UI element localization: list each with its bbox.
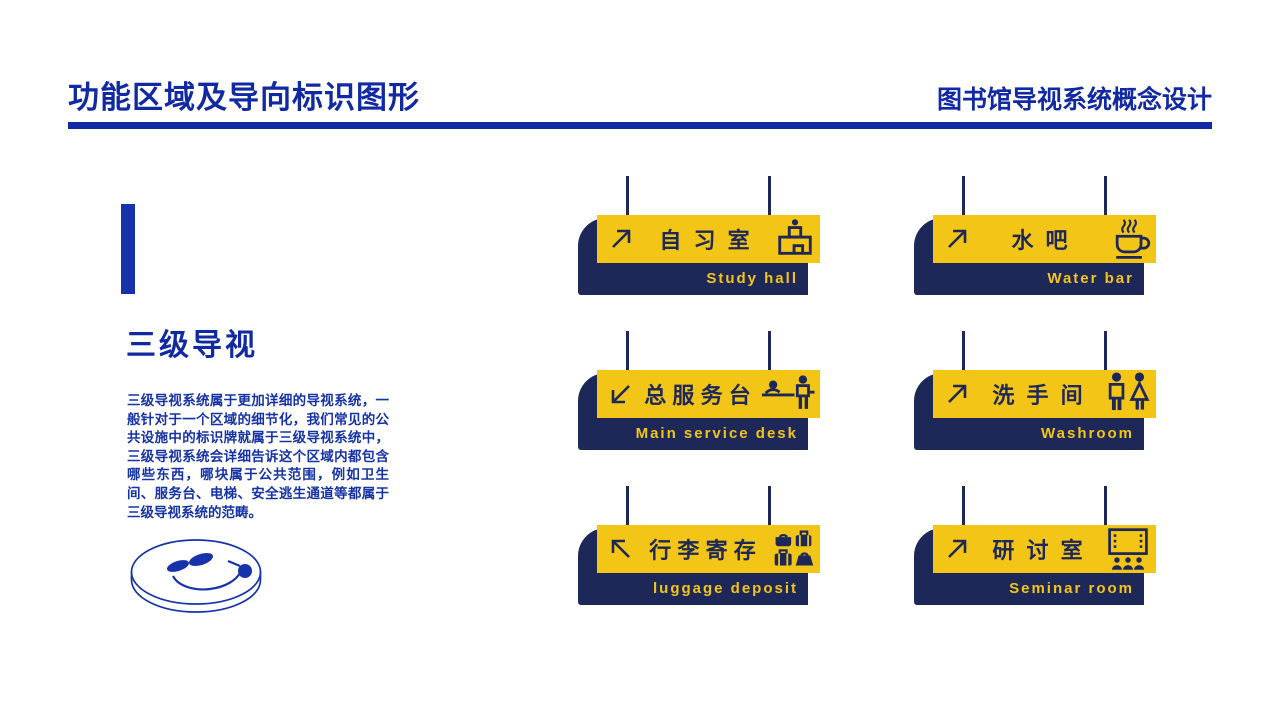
accent-bar: [121, 204, 135, 294]
section-description: 三级导视系统属于更加详细的导视系统，一般针对于一个区域的细节化，我们常见的公共设…: [127, 393, 389, 520]
smiley-disc-logo: [126, 534, 266, 627]
sign-study-hall: Study hall 自习室: [578, 176, 823, 306]
luggage-icon: [771, 525, 815, 573]
arrow-up-right-icon: [608, 226, 634, 252]
sign-label-en: Study hall: [706, 270, 798, 287]
sign-pole: [962, 331, 965, 375]
restroom-icon: [1105, 372, 1151, 416]
sign-pole: [1104, 331, 1107, 375]
sign-label-zh: 研讨室: [992, 538, 1095, 563]
coffee-cup-icon: [1109, 217, 1151, 261]
desk-lamp-icon: [775, 218, 815, 260]
header-divider: [68, 122, 1212, 129]
service-desk-icon: [761, 373, 815, 415]
arrow-up-left-icon: [608, 536, 634, 562]
arrow-up-right-icon: [944, 381, 970, 407]
sign-seminar-room: Seminar room 研讨室: [914, 486, 1159, 616]
sign-pole: [1104, 176, 1107, 220]
sign-pole: [626, 486, 629, 530]
sign-band: 研讨室: [933, 525, 1156, 573]
page-title: 功能区域及导向标识图形: [68, 80, 420, 115]
project-title: 图书馆导视系统概念设计: [936, 86, 1212, 114]
sign-pole: [626, 176, 629, 220]
sign-label-zh: 自习室: [659, 228, 762, 253]
arrow-up-right-icon: [944, 226, 970, 252]
sign-band: 总服务台: [597, 370, 820, 418]
sign-pole: [962, 486, 965, 530]
sign-label-zh: 总服务台: [644, 383, 757, 408]
sign-pole: [1104, 486, 1107, 530]
sign-band: 行李寄存: [597, 525, 820, 573]
sign-water-bar: Water bar 水吧: [914, 176, 1159, 306]
sign-label-en: Main service desk: [635, 425, 798, 442]
sign-washroom: Washroom 洗手间: [914, 331, 1159, 461]
sign-pole: [962, 176, 965, 220]
sign-luggage-deposit: luggage deposit 行李寄存: [578, 486, 823, 616]
seminar-screen-icon: [1105, 526, 1151, 572]
sign-label-en: Washroom: [1041, 425, 1134, 442]
sign-pole: [626, 331, 629, 375]
arrow-up-right-icon: [944, 536, 970, 562]
sign-pole: [768, 331, 771, 375]
sign-pole: [768, 486, 771, 530]
section-title: 三级导视: [126, 329, 258, 362]
sign-label-zh: 洗手间: [992, 383, 1095, 408]
sign-band: 洗手间: [933, 370, 1156, 418]
arrow-down-left-icon: [608, 381, 634, 407]
sign-label-zh: 行李寄存: [649, 538, 762, 563]
sign-pole: [768, 176, 771, 220]
sign-label-en: Seminar room: [1009, 580, 1134, 597]
sign-band: 水吧: [933, 215, 1156, 263]
sign-label-zh: 水吧: [1011, 228, 1080, 253]
sign-label-en: luggage deposit: [652, 580, 798, 597]
sign-main-service-desk: Main service desk 总服务台: [578, 331, 823, 461]
sign-label-en: Water bar: [1047, 270, 1134, 287]
sign-band: 自习室: [597, 215, 820, 263]
